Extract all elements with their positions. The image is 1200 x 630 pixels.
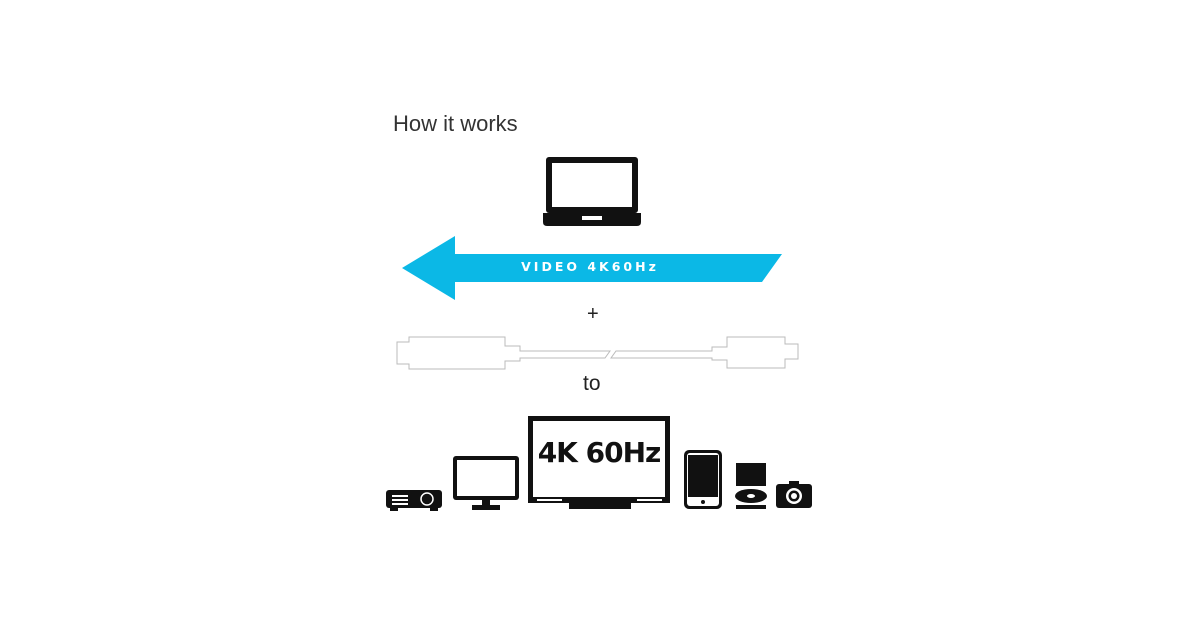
connector-text: to — [583, 372, 601, 395]
monitor-icon — [453, 456, 519, 510]
cable-icon — [396, 336, 799, 370]
camera-icon — [776, 481, 812, 508]
laptop-icon — [543, 157, 641, 226]
tv-label: 4K 60Hz — [537, 436, 662, 469]
disc-player-icon — [735, 463, 767, 509]
arrow-left-icon — [402, 236, 782, 300]
plus-sign: + — [587, 303, 599, 325]
projector-icon — [386, 490, 442, 511]
tv-icon — [528, 416, 670, 509]
arrow-label: VIDEO 4K60Hz — [521, 259, 659, 274]
tablet-icon — [684, 450, 722, 509]
page-title: How it works — [393, 111, 518, 136]
